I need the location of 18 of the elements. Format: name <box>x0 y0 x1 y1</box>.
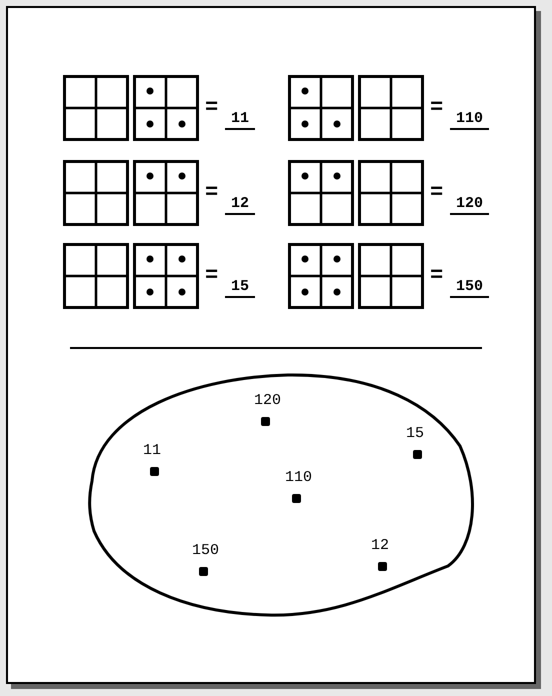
number-label: 150 <box>192 543 220 558</box>
number-label: 15 <box>406 426 424 441</box>
number-label: 120 <box>254 393 282 408</box>
answer-number: 110 <box>450 111 490 130</box>
equals-sign: = <box>205 182 218 204</box>
number-label: 11 <box>143 443 162 458</box>
number-label: 110 <box>285 470 312 485</box>
equals-sign: = <box>430 265 444 287</box>
equals-sign: = <box>430 182 444 204</box>
equals-sign: = <box>205 265 218 287</box>
answer-number: 11 <box>225 111 256 130</box>
number-label: 12 <box>371 538 390 553</box>
answer-number: 150 <box>450 279 490 298</box>
equals-sign: = <box>205 97 218 119</box>
answer-number: 120 <box>450 196 490 215</box>
answer-number: 12 <box>225 196 256 215</box>
answer-number: 15 <box>225 279 256 298</box>
equals-sign: = <box>430 97 444 119</box>
